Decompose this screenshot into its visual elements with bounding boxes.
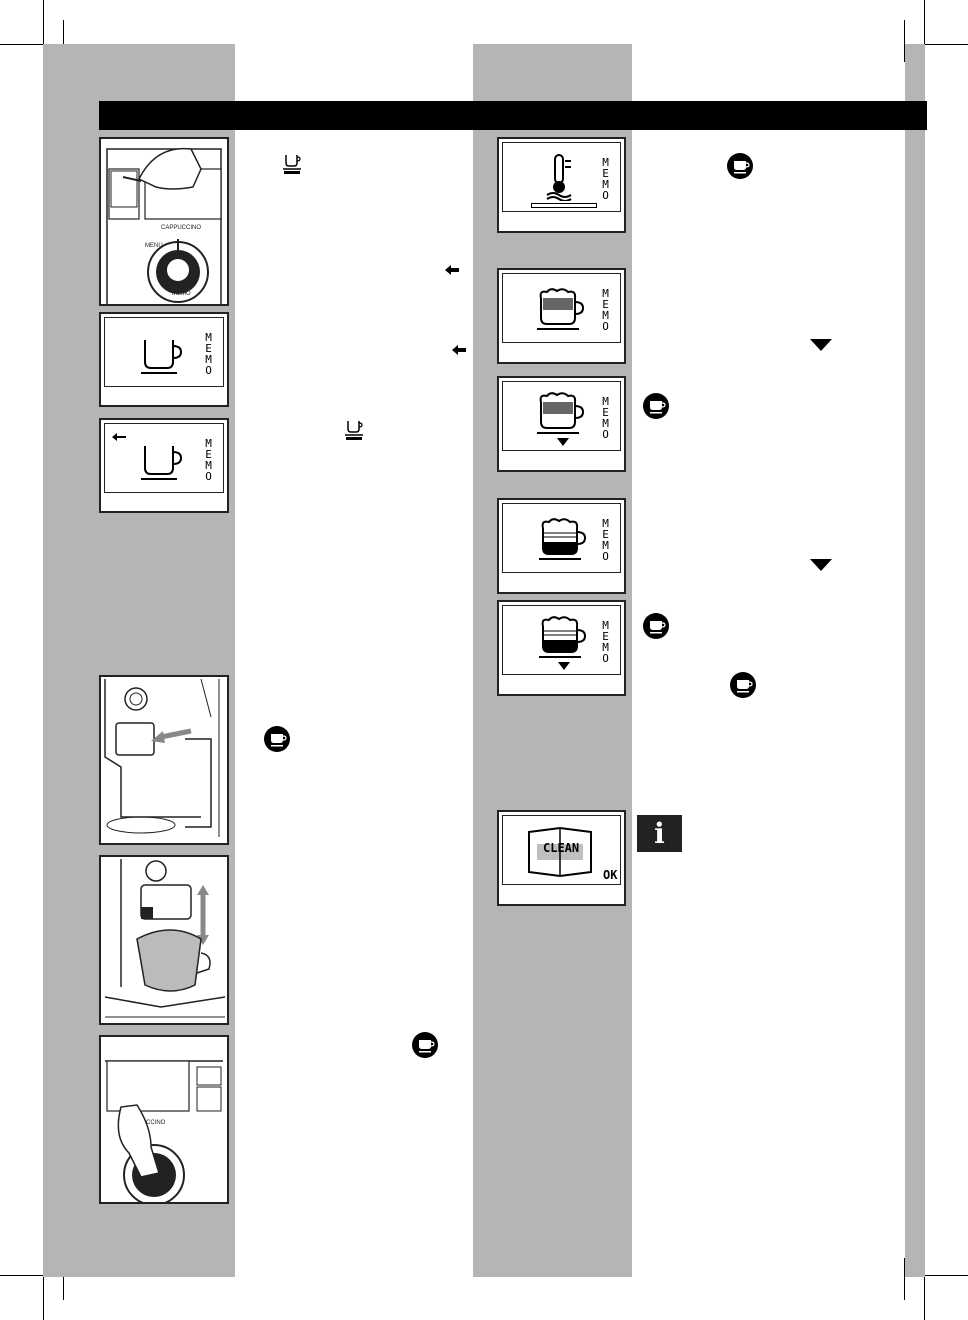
cup-under-spout-illustration xyxy=(99,855,229,1025)
cappuccino-button-icon xyxy=(643,613,669,639)
foam-cup-icon xyxy=(537,392,585,434)
ok-text: OK xyxy=(603,868,618,882)
thermometer-icon xyxy=(546,154,572,201)
memo-cup-icon xyxy=(345,421,363,440)
cappuccino-button-icon xyxy=(727,153,753,179)
cup-icon xyxy=(141,446,183,480)
foam-cup-icon xyxy=(537,288,585,330)
menu-text: MENU xyxy=(145,243,163,249)
cappuccino-text: CAPPUCCINO xyxy=(161,225,202,231)
machine-memo-press-illustration: CAPPUCCINO MENU MEMO xyxy=(99,137,229,310)
cup-spout-drawing xyxy=(104,859,226,1018)
cappuccino-button-icon xyxy=(412,1032,438,1058)
coffee-cup-icon xyxy=(539,518,587,560)
memo-text-machine: MEMO xyxy=(172,291,191,297)
header-bar xyxy=(99,101,927,130)
milk-spout-illustration xyxy=(99,675,229,845)
heating-progress-bar xyxy=(531,203,597,208)
knob-drawing xyxy=(105,1060,223,1206)
triangle-down-icon xyxy=(558,662,570,670)
arrow-left-icon xyxy=(452,345,466,355)
machine-front-drawing xyxy=(106,147,222,310)
knob-press-illustration: CCINO xyxy=(99,1035,229,1206)
arrow-left-icon xyxy=(445,265,459,275)
lcd-clean-screen: CLEAN OK xyxy=(497,810,626,906)
triangle-down-icon xyxy=(557,438,569,446)
coffee-cup-icon xyxy=(539,616,587,658)
cup-icon xyxy=(141,340,183,374)
triangle-down-icon xyxy=(810,339,832,351)
clean-text: CLEAN xyxy=(543,841,580,855)
spout-drawing xyxy=(104,678,220,837)
ccino-text: CCINO xyxy=(146,1120,166,1126)
memo-cup-icon xyxy=(283,155,301,174)
cappuccino-button-icon xyxy=(730,672,756,698)
cappuccino-button-icon xyxy=(643,393,669,419)
triangle-down-icon xyxy=(810,559,832,571)
cappuccino-button-icon xyxy=(264,726,290,752)
lcd-screen: CLEAN OK xyxy=(502,815,621,885)
gray-column-right xyxy=(905,44,925,1277)
info-icon: i xyxy=(637,815,682,852)
clean-banner-icon xyxy=(528,826,592,878)
arrow-left-icon xyxy=(112,433,126,441)
